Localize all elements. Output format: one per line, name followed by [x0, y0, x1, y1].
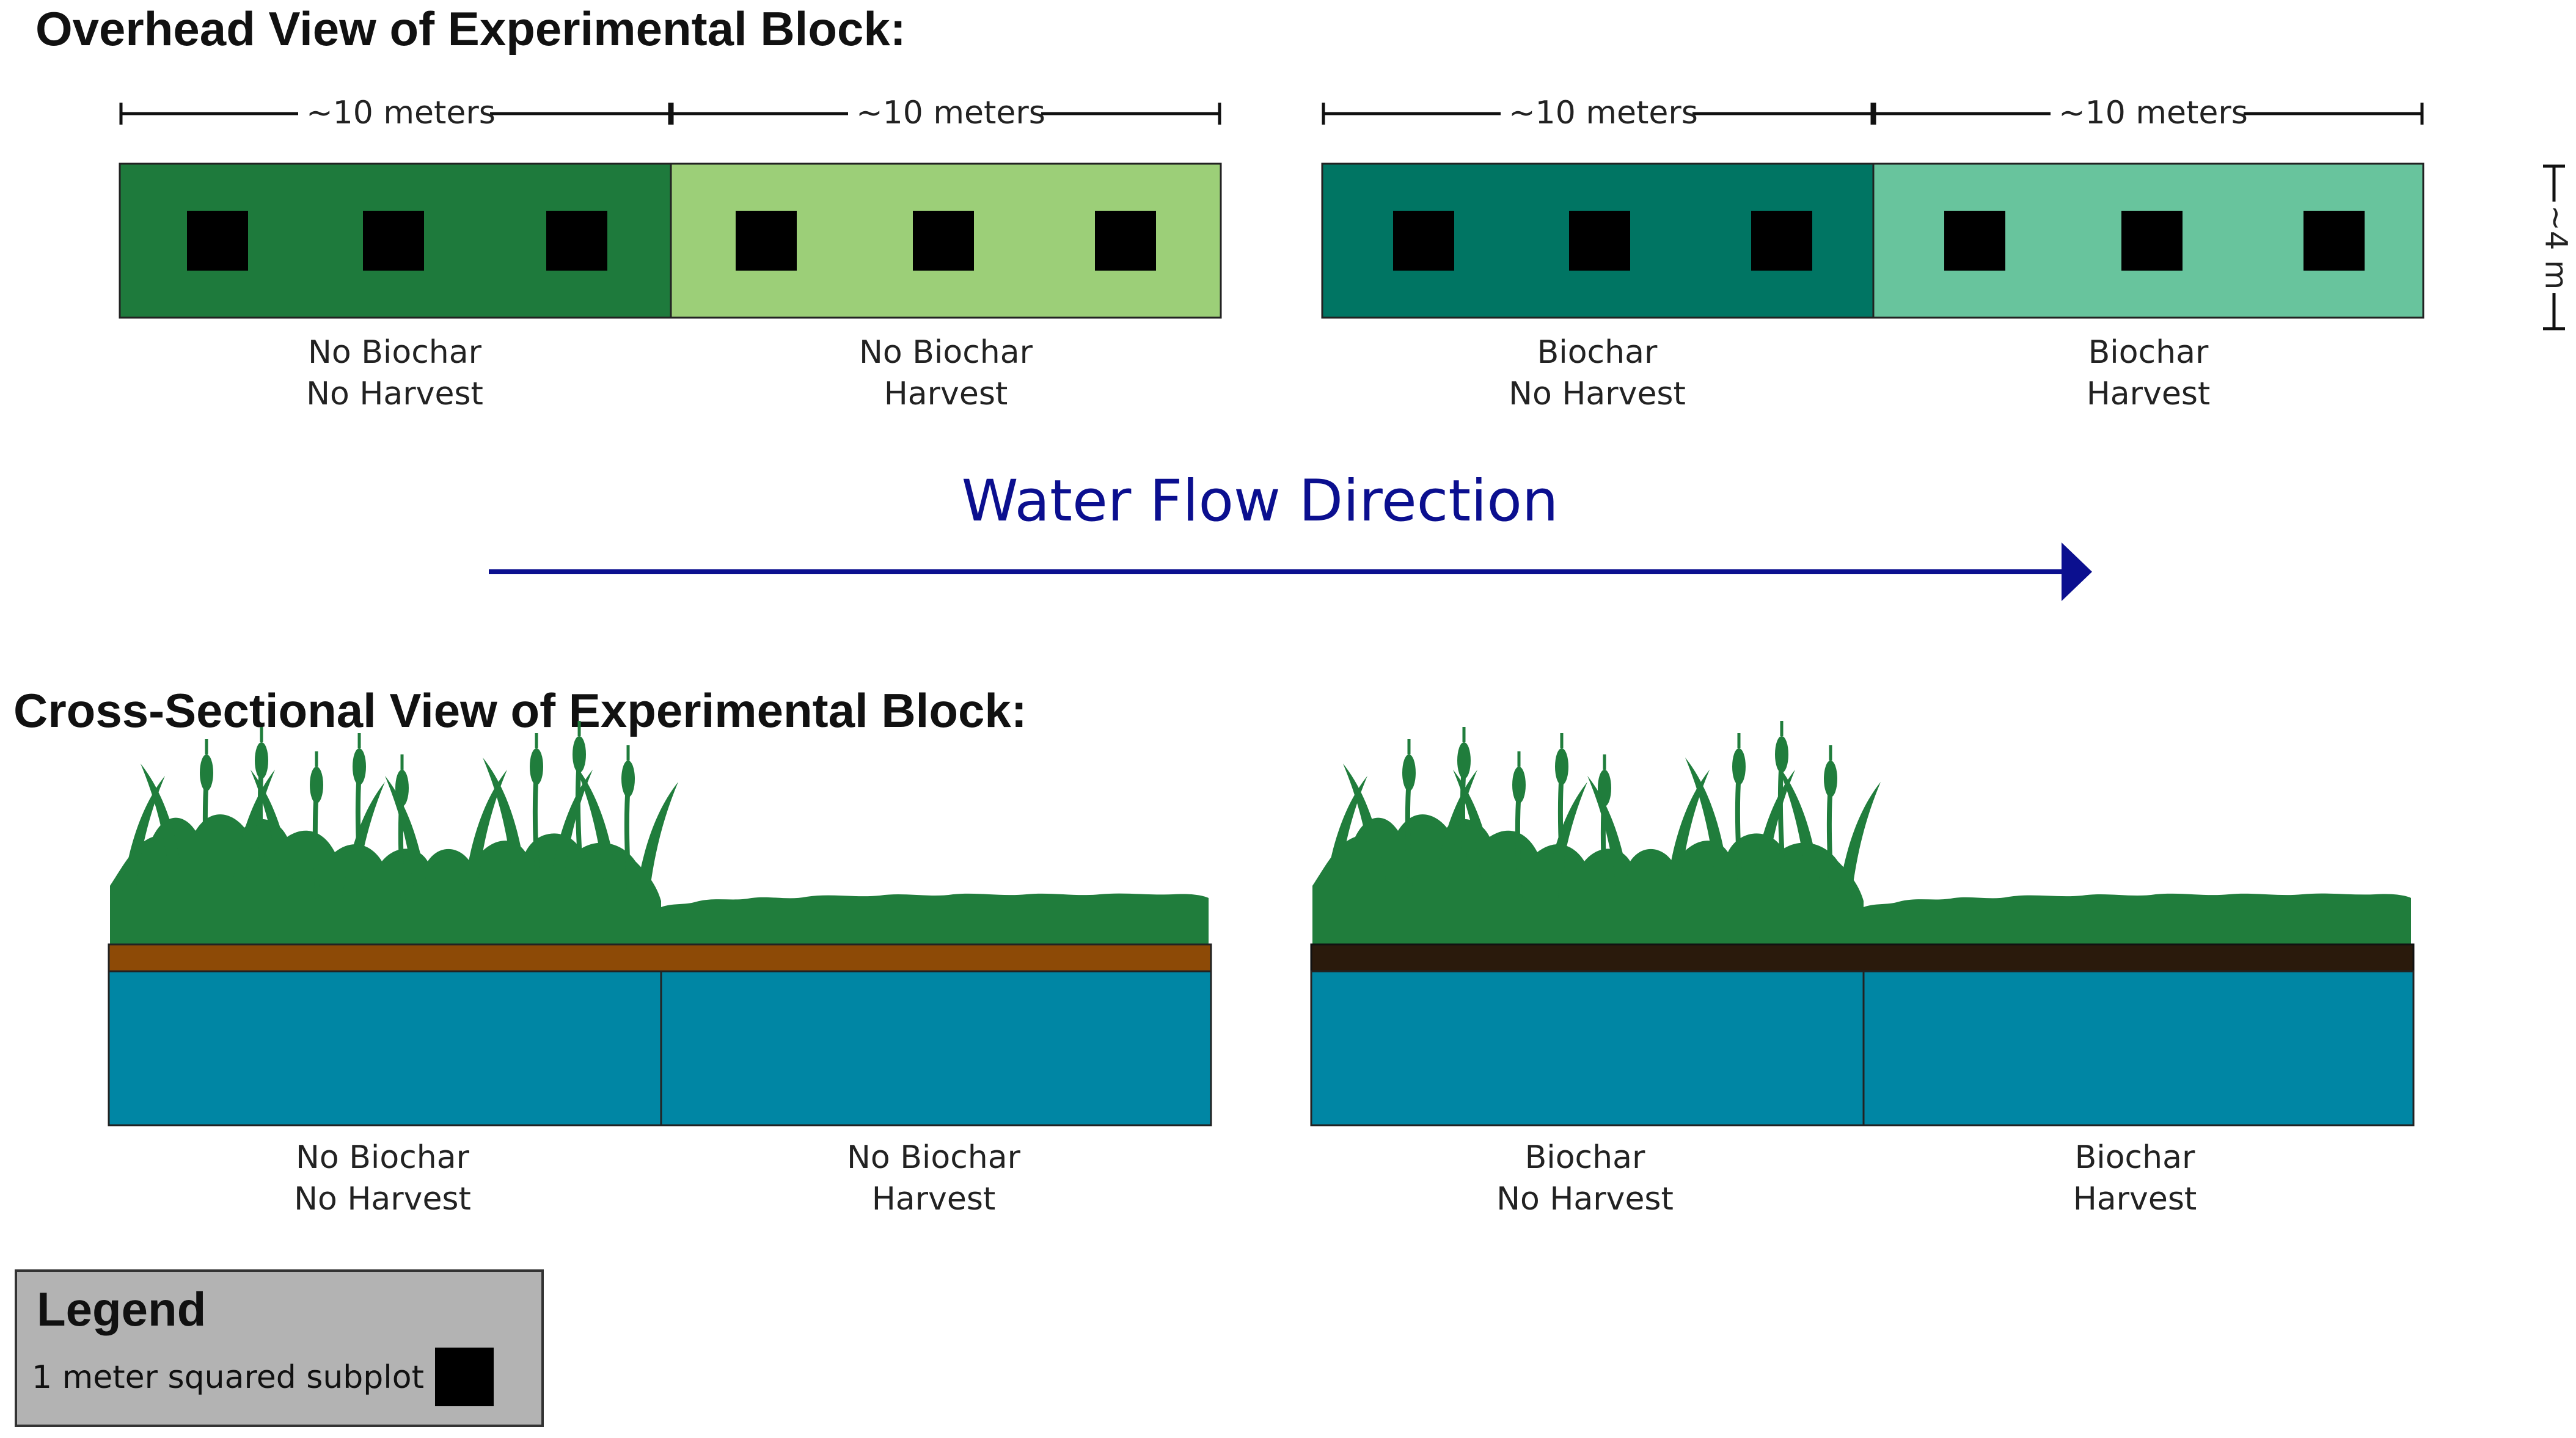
subplot-square: [2121, 211, 2183, 271]
subplot-square: [1751, 211, 1812, 271]
cross-label-2-line1: No Biochar: [847, 1139, 1021, 1176]
soil-layer-no-biochar: [108, 943, 1212, 973]
water-plot-1: [108, 970, 662, 1126]
legend-box: Legend 1 meter squared subplot =: [15, 1269, 544, 1427]
flow-label: Water Flow Direction: [962, 468, 1559, 535]
cross-label-1-line2: No Harvest: [294, 1181, 471, 1217]
subplot-square: [1944, 211, 2005, 271]
overhead-label-4-line1: Biochar: [2088, 334, 2209, 371]
water-plot-4: [1862, 970, 2415, 1126]
subplot-square: [1569, 211, 1630, 271]
subplot-square: [546, 211, 607, 271]
overhead-label-1-line2: No Harvest: [306, 376, 483, 412]
overhead-label-3-line2: No Harvest: [1509, 376, 1686, 412]
overhead-label-4-line2: Harvest: [2087, 376, 2211, 412]
measure-label-1: ~10 meters: [306, 95, 496, 131]
subplot-square: [1393, 211, 1454, 271]
cross-label-4-line2: Harvest: [2073, 1181, 2197, 1217]
subplot-square: [2303, 211, 2365, 271]
water-plot-3: [1310, 970, 1865, 1126]
flow-arrow-head: [2062, 542, 2092, 601]
cross-label-2-line2: Harvest: [872, 1181, 996, 1217]
cross-label-3-line2: No Harvest: [1496, 1181, 1674, 1217]
legend-subplot-label: 1 meter squared subplot =: [32, 1359, 461, 1396]
measure-bar-right: [1322, 103, 2424, 125]
overhead-label-2-line2: Harvest: [884, 376, 1008, 412]
legend-subplot-swatch: [435, 1348, 494, 1406]
legend-title: Legend: [37, 1282, 206, 1336]
cross-title: Cross-Sectional View of Experimental Blo…: [13, 684, 1027, 737]
measure-bar-left: [119, 103, 1221, 125]
subplot-square: [736, 211, 797, 271]
water-plot-2: [660, 970, 1212, 1126]
soil-layer-biochar: [1310, 943, 2415, 973]
cross-label-1-line1: No Biochar: [296, 1139, 470, 1176]
cross-label-4-line1: Biochar: [2075, 1139, 2195, 1176]
overhead-label-2-line1: No Biochar: [859, 334, 1033, 371]
measure-label-3: ~10 meters: [1509, 95, 1698, 131]
vegetation-right: [1312, 721, 2411, 948]
overhead-title: Overhead View of Experimental Block:: [35, 2, 906, 56]
overhead-label-1-line1: No Biochar: [308, 334, 482, 371]
vegetation-left: [110, 721, 1209, 948]
subplot-square: [1095, 211, 1156, 271]
overhead-label-3-line1: Biochar: [1537, 334, 1658, 371]
measure-label-4: ~10 meters: [2058, 95, 2248, 131]
subplot-square: [363, 211, 424, 271]
measure-label-2: ~10 meters: [856, 95, 1045, 131]
width-label: ~4 m: [2539, 205, 2574, 290]
subplot-squares: [187, 211, 2365, 271]
cross-label-3-line1: Biochar: [1525, 1139, 1645, 1176]
subplot-square: [913, 211, 974, 271]
subplot-square: [187, 211, 248, 271]
